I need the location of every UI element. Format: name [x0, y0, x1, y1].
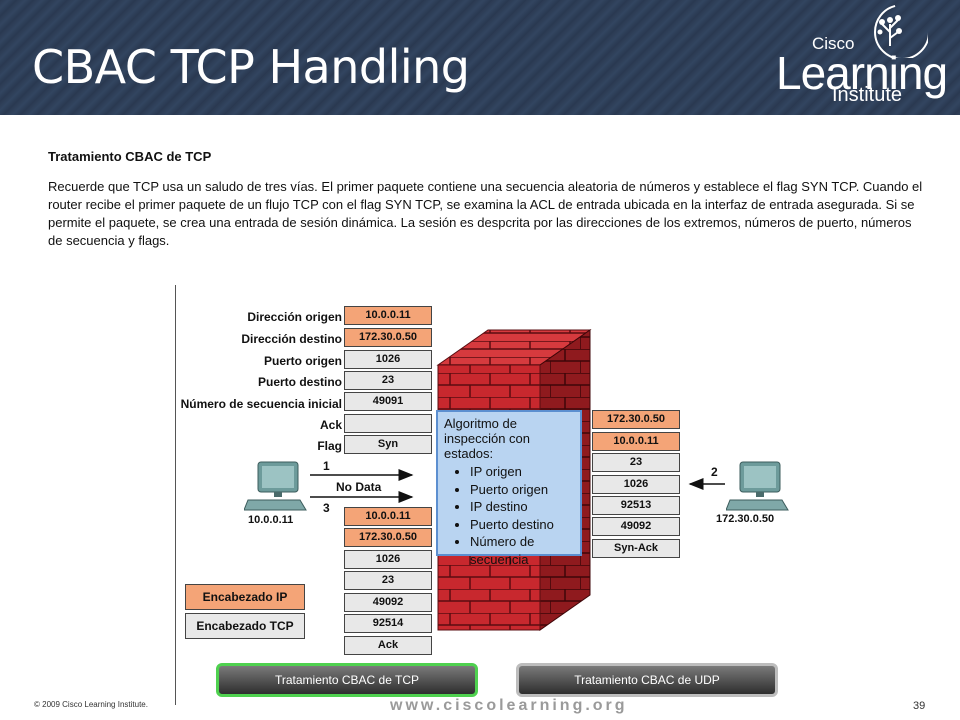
- left-host-ip: 10.0.0.11: [248, 514, 294, 526]
- tab-tcp[interactable]: Tratamiento CBAC de TCP: [216, 663, 478, 697]
- packet2-field: 23: [592, 453, 680, 472]
- field-label: Puerto origen: [263, 354, 342, 368]
- packet3-field: Ack: [344, 636, 432, 655]
- field-label: Dirección origen: [247, 310, 342, 324]
- field-label: Número de secuencia inicial: [180, 397, 342, 411]
- flow-arrows: [310, 469, 725, 503]
- packet3-field: 1026: [344, 550, 432, 569]
- tree-icon: [874, 4, 928, 58]
- footer-copyright: © 2009 Cisco Learning Institute.: [34, 700, 148, 709]
- packet2-field: 49092: [592, 517, 680, 536]
- logo-learning-text: Learning: [776, 47, 948, 99]
- packet1-field: [344, 414, 432, 433]
- inspection-item: Puerto destino: [470, 516, 574, 534]
- packet1-field: 10.0.0.11: [344, 306, 432, 325]
- field-label: Puerto destino: [257, 375, 342, 389]
- computer-icon: [244, 461, 307, 511]
- field-label: Flag: [317, 439, 342, 453]
- section-paragraph: Recuerde que TCP usa un saludo de tres v…: [48, 179, 923, 248]
- page-number: 39: [913, 700, 926, 712]
- step-1-label: 1: [323, 459, 330, 473]
- tab-udp[interactable]: Tratamiento CBAC de UDP: [516, 663, 778, 697]
- packet3-field: 92514: [344, 614, 432, 633]
- computer-icon: [726, 461, 789, 511]
- divider-line: [175, 285, 176, 705]
- packet3-field: 172.30.0.50: [344, 528, 432, 547]
- inspection-item: IP destino: [470, 498, 574, 516]
- header-banner: CBAC TCP Handling Cisco Learning Institu…: [0, 0, 960, 115]
- inspection-algorithm-box: Algoritmo de inspección con estados: IP …: [436, 410, 582, 567]
- packet3-field: 10.0.0.11: [344, 507, 432, 526]
- packet1-field: 23: [344, 371, 432, 390]
- packet1-field: 1026: [344, 350, 432, 369]
- footer-url: www.ciscolearning.org: [390, 697, 628, 714]
- legend-ip-header: Encabezado IP: [185, 584, 305, 610]
- inspection-item: Puerto origen: [470, 481, 574, 499]
- packet3-field: 23: [344, 571, 432, 590]
- packet2-field: 92513: [592, 496, 680, 515]
- packet2-field: 172.30.0.50: [592, 410, 680, 429]
- packet2-field: 1026: [592, 475, 680, 494]
- inspection-item: IP origen: [470, 463, 574, 481]
- packet1-field: Syn: [344, 435, 432, 454]
- logo-cisco-text: Cisco: [812, 34, 855, 53]
- page-title: CBAC TCP Handling: [32, 40, 470, 94]
- field-label: Dirección destino: [241, 332, 342, 346]
- packet2-field: Syn-Ack: [592, 539, 680, 558]
- cisco-learning-logo: Cisco Learning Institute: [770, 0, 960, 115]
- packet1-field: 49091: [344, 392, 432, 411]
- right-host-ip: 172.30.0.50: [716, 513, 775, 525]
- inspection-item: Número de secuencia: [470, 533, 574, 568]
- step-3-label: 3: [323, 501, 330, 515]
- step-2-label: 2: [711, 465, 718, 479]
- packet1-field: 172.30.0.50: [344, 328, 432, 347]
- field-label: Ack: [319, 418, 342, 432]
- packet2-field: 10.0.0.11: [592, 432, 680, 451]
- arrow-label: No Data: [336, 480, 382, 494]
- legend-tcp-header: Encabezado TCP: [185, 613, 305, 639]
- packet3-field: 49092: [344, 593, 432, 612]
- logo-institute-text: Institute: [832, 84, 903, 106]
- section-title: Tratamiento CBAC de TCP: [48, 149, 212, 164]
- inspection-title: Algoritmo de inspección con estados:: [444, 416, 530, 461]
